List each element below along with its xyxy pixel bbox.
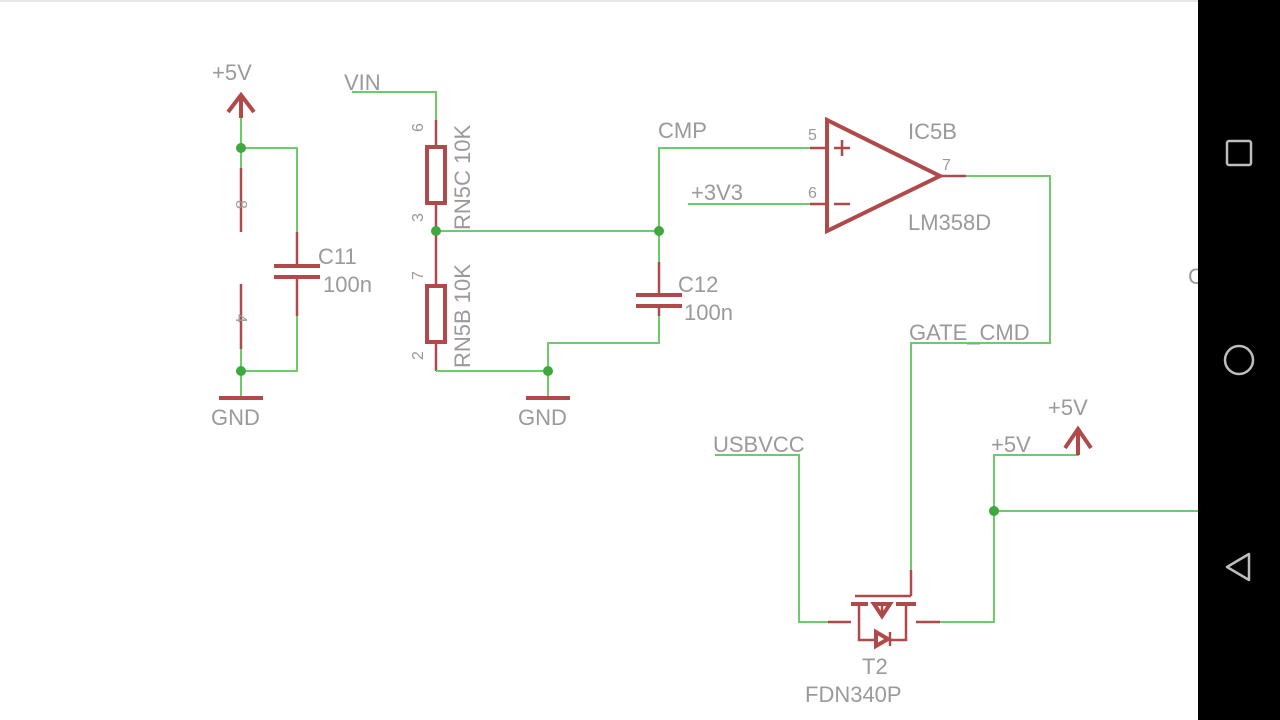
capacitor-c11 (274, 232, 320, 316)
component-name-t2: T2 (862, 654, 888, 679)
junction-dot (543, 366, 553, 376)
junction-dot (989, 506, 999, 516)
resistor-rn5b (425, 284, 447, 344)
component-name-c12: C12 (678, 272, 718, 297)
schematic-viewer[interactable]: +5V 8 4 C11 100n GND VIN 6 RN5C 10K 3 7 … (0, 0, 1198, 720)
component-name-ic5b: IC5B (908, 119, 957, 144)
resistor-rn5c (425, 145, 447, 205)
net-label-vin: VIN (344, 70, 381, 95)
net-label-plus5v: +5V (991, 432, 1031, 457)
net-label-cmp: CMP (658, 118, 707, 143)
android-navigation-bar (1198, 0, 1280, 720)
net-label-plus5v: +5V (212, 60, 252, 85)
component-value-c12: 100n (684, 300, 733, 325)
net-label-plus3v3: +3V3 (691, 180, 743, 205)
top-divider (0, 0, 1198, 2)
component-name-c11: C11 (318, 244, 357, 269)
home-circle-icon (1223, 344, 1255, 376)
component-label-rn5b: RN5B 10K (450, 264, 475, 368)
mosfet-t2 (715, 425, 1198, 650)
pin-number: 6 (808, 185, 817, 202)
pin-number: 2 (410, 351, 427, 360)
voltage-divider-section (352, 91, 810, 400)
back-button[interactable] (1214, 542, 1264, 592)
component-value-c11: 100n (323, 272, 372, 297)
junction-dot (431, 226, 441, 236)
component-label-rn5c: RN5C 10K (450, 125, 475, 230)
pin-number: 4 (232, 314, 249, 323)
pin-number: 3 (410, 213, 427, 222)
recents-button[interactable] (1214, 128, 1264, 178)
home-button[interactable] (1214, 335, 1264, 385)
pin-number: 6 (410, 123, 427, 132)
component-value-fdn340p: FDN340P (805, 682, 902, 707)
power-decoupling-section (219, 91, 320, 400)
opamp-ic5b (688, 116, 1051, 570)
component-value-lm358d: LM358D (908, 210, 991, 235)
junction-dot (236, 366, 246, 376)
capacitor-c12 (636, 231, 682, 316)
pin-number: 8 (232, 200, 249, 209)
net-label-gnd: GND (211, 405, 260, 430)
junction-dot (236, 143, 246, 153)
back-triangle-icon (1225, 552, 1251, 582)
plus5v-supply-symbol (226, 91, 256, 118)
pin-number: 7 (410, 271, 427, 280)
plus5v-supply-symbol-right (1063, 425, 1093, 455)
junction-dot (654, 226, 664, 236)
net-label-plus5v-symbol: +5V (1048, 395, 1088, 420)
net-label-gnd: GND (518, 405, 567, 430)
cut-off-label: C (1188, 264, 1198, 289)
net-label-usbvcc: USBVCC (713, 432, 805, 457)
schematic-canvas[interactable]: +5V 8 4 C11 100n GND VIN 6 RN5C 10K 3 7 … (0, 0, 1198, 720)
recents-square-icon (1225, 139, 1253, 167)
pin-number: 7 (942, 157, 951, 174)
net-label-gate-cmd: GATE_CMD (909, 320, 1030, 345)
pin-number: 5 (808, 127, 817, 144)
